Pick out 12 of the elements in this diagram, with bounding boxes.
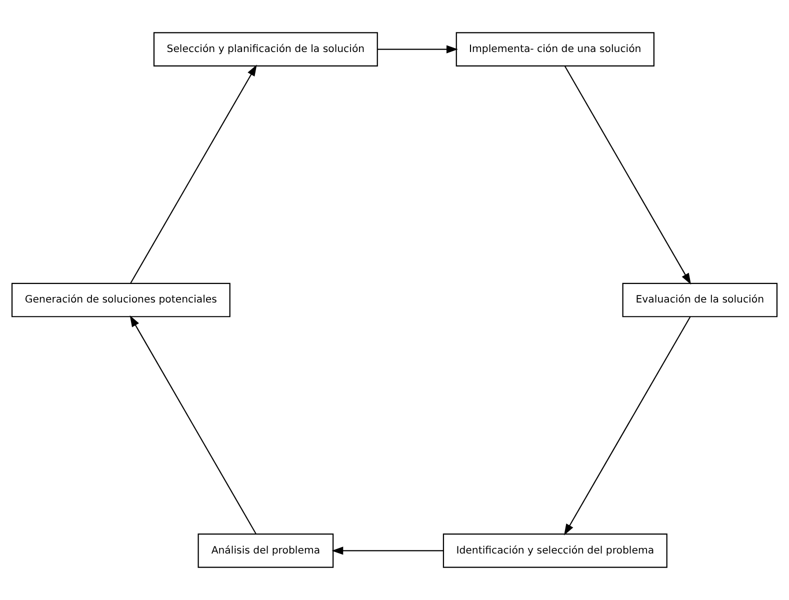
arrow [130, 64, 257, 284]
node-box: Identificación y selección del problema [442, 534, 668, 568]
node-box: Análisis del problema [198, 534, 334, 568]
node-box: Evaluación de la solución [622, 282, 778, 318]
arrow [332, 546, 444, 555]
arrow [378, 45, 458, 54]
arrow [564, 316, 691, 536]
arrow [130, 315, 256, 534]
node-box: Selección y planificación de la solución [153, 32, 378, 66]
node-box: Generación de soluciones potenciales [11, 282, 230, 318]
arrow [564, 66, 692, 285]
node-box: Implementa- ción de una solución [456, 32, 654, 66]
